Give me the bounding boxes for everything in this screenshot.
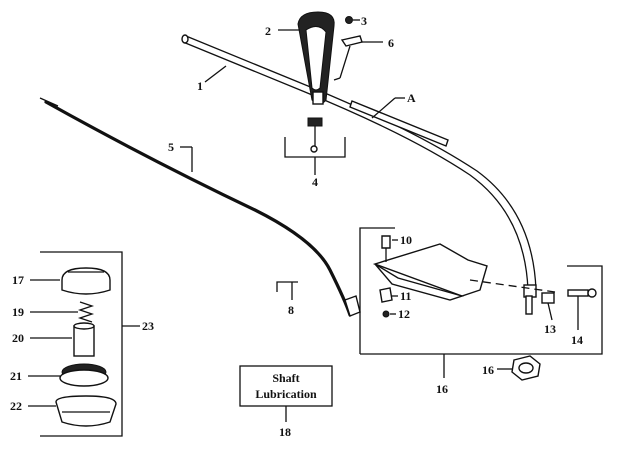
callout-1: 1	[197, 79, 203, 93]
callout-labels: 1 2 3 4 5 6 8 10 11 12 13 14 16 16 17 18…	[10, 14, 583, 439]
callout-5: 5	[168, 140, 174, 154]
callout-2: 2	[265, 24, 271, 38]
trimmer-head-assembly	[40, 251, 140, 437]
callout-21: 21	[10, 369, 22, 383]
callout-12: 12	[398, 307, 410, 321]
callout-19: 19	[12, 305, 24, 319]
lubrication-line1: Shaft	[272, 371, 299, 385]
callout-10: 10	[400, 233, 412, 247]
hex-nut	[497, 355, 541, 381]
gearhead-bracket-assembly	[359, 227, 603, 378]
lubrication-label-box: Shaft Lubrication	[239, 365, 333, 422]
callout-20: 20	[12, 331, 24, 345]
callout-16-nut: 16	[482, 363, 494, 377]
callout-17: 17	[12, 273, 24, 287]
callout-18: 18	[279, 425, 291, 439]
flex-drive-cable	[39, 97, 361, 317]
lubrication-line2: Lubrication	[255, 387, 317, 401]
hex-wrench	[276, 281, 298, 300]
leader-lines	[28, 19, 579, 407]
callout-3: 3	[361, 14, 367, 28]
callout-22: 22	[10, 399, 22, 413]
clamp-screw	[284, 117, 346, 175]
callout-4: 4	[312, 175, 318, 189]
callout-16: 16	[436, 382, 448, 396]
callout-11: 11	[400, 289, 411, 303]
handle-bracket	[333, 16, 363, 81]
callout-a: A	[407, 91, 416, 105]
callout-8: 8	[288, 303, 294, 317]
callout-23: 23	[142, 319, 154, 333]
callout-6: 6	[388, 36, 394, 50]
callout-13: 13	[544, 322, 556, 336]
callout-14: 14	[571, 333, 583, 347]
shaft-segment-a	[349, 97, 449, 147]
handle-grip	[297, 11, 335, 105]
